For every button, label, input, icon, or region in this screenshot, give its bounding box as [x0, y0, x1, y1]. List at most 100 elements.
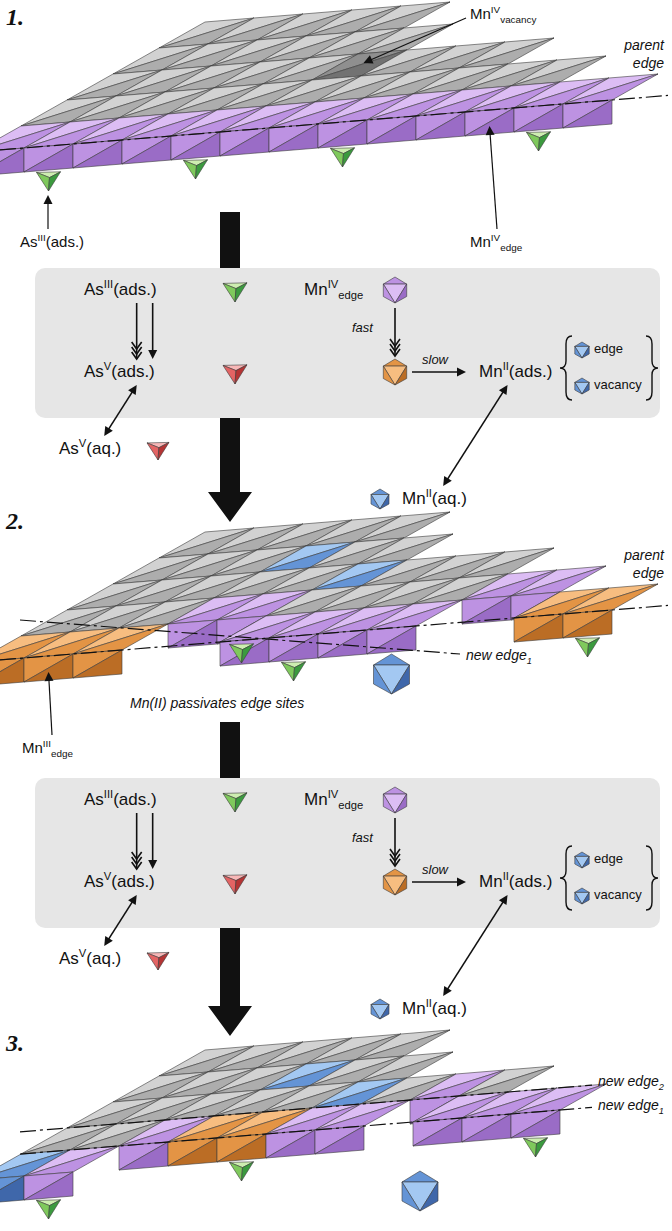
text-part: III: [104, 278, 113, 290]
tetrahedron-face: [230, 1162, 243, 1181]
octahedron-face: [367, 600, 462, 630]
octahedron-face: [575, 342, 589, 346]
tetrahedron-face: [524, 1138, 537, 1157]
octahedron-face: [383, 794, 406, 813]
octahedron-face: [420, 1182, 438, 1211]
tetrahedron-face: [230, 644, 243, 663]
text-part: II: [503, 360, 509, 372]
annotation-label: vacancy: [594, 887, 642, 904]
edge-line: [0, 95, 668, 150]
annotation-label: edge: [594, 341, 623, 358]
tetrahedron-face: [235, 283, 247, 302]
octahedron-side: [24, 1172, 73, 1200]
annotation-label: Mn(II) passivates edge sites: [130, 694, 304, 712]
text-part: Mn: [402, 999, 426, 1018]
arrow-head: [390, 849, 400, 856]
species-label: MnII(ads.): [479, 361, 552, 383]
octahedron-side: [413, 1118, 462, 1146]
tetrahedron-face: [223, 283, 236, 302]
reaction-arrow: [132, 303, 142, 359]
octahedron-face: [402, 1171, 438, 1182]
species-node: MnII(aq.): [398, 486, 471, 512]
adsorbed-species: [37, 132, 600, 1219]
text-part: (aq.): [86, 439, 121, 458]
text-part: edge: [594, 851, 623, 866]
text-part: new edge: [466, 647, 527, 663]
species-label: AsV(ads.): [84, 361, 155, 383]
octahedron-side: [318, 120, 367, 148]
species-node: MnIVedge: [300, 277, 367, 303]
arrow-line: [490, 133, 497, 229]
octahedron-face: [582, 856, 589, 868]
annotation-label: slow: [422, 352, 448, 369]
arrow-line: [394, 308, 396, 356]
arrow-line: [108, 391, 133, 430]
arrow-head: [486, 126, 495, 135]
text-part: Mn: [304, 280, 328, 299]
octahedron-face: [402, 1182, 420, 1211]
octahedron-side: [220, 638, 269, 666]
text-part: vacancy: [500, 14, 536, 25]
octahedron-face: [575, 382, 582, 394]
octahedron-side: [168, 1138, 217, 1166]
octahedron-face: [367, 600, 462, 630]
species-node: MnII(ads.): [475, 869, 556, 895]
octahedron-side: [269, 634, 318, 662]
tetrahedron-face: [331, 148, 344, 167]
octahedron-side: [367, 116, 416, 144]
text-part: As: [59, 439, 79, 458]
octahedron-side: [462, 1114, 511, 1142]
octahedron-side: [171, 132, 220, 160]
octahedron-side: [0, 148, 24, 176]
arrow-head: [45, 672, 54, 681]
text-part: As: [84, 790, 104, 809]
annotation-label: fast: [352, 830, 373, 847]
tetrahedron-face: [223, 365, 236, 384]
text-part: (ads.): [509, 872, 552, 891]
octahedron-side: [266, 1130, 315, 1158]
arrow-head: [390, 339, 400, 346]
octahedron-side: [269, 124, 318, 152]
arrow-line: [152, 813, 154, 862]
arrow-head: [443, 476, 452, 486]
octahedron-face: [371, 1005, 389, 1020]
octahedron-face: [511, 1084, 606, 1114]
arrow-line: [108, 901, 133, 940]
octahedron-side: [416, 112, 465, 140]
octahedron-side: [73, 140, 122, 168]
arrow-head: [499, 895, 508, 905]
text-part: (ads.): [113, 790, 156, 809]
text-part: edge: [51, 748, 73, 759]
species-label: MnII(ads.): [479, 871, 552, 893]
octahedron-face: [575, 382, 589, 394]
octahedron-side: [514, 614, 563, 642]
arrow-head: [104, 426, 113, 436]
octahedron-face: [575, 378, 589, 382]
tetrahedron-face: [576, 638, 589, 657]
arrow-head: [499, 385, 508, 395]
text-part: (ads.): [111, 872, 154, 891]
species-node: AsV(aq.): [55, 436, 125, 462]
species-node: AsIII(ads.): [80, 787, 161, 813]
reaction-arrow: [132, 813, 142, 869]
octahedron-face: [383, 876, 395, 895]
arrow-line: [394, 818, 396, 866]
annotation-label: parent edge: [608, 36, 664, 72]
octahedron-side: [24, 144, 73, 172]
text-part: II: [426, 997, 432, 1009]
annotation-label: AsIII(ads.): [20, 232, 84, 252]
arrow-line: [412, 881, 459, 883]
octahedron-face: [73, 624, 168, 654]
octahedron-face: [575, 856, 582, 868]
octahedron-face: [380, 495, 389, 510]
tetrahedron-face: [49, 1200, 61, 1219]
tetrahedron-face: [235, 793, 247, 812]
species-label: MnIVedge: [304, 789, 363, 811]
species-node: MnIVedge: [300, 787, 367, 813]
text-part: fast: [352, 830, 373, 845]
octahedron-side: [168, 1138, 217, 1166]
octahedron-side: [266, 1130, 315, 1158]
text-part: Mn: [22, 739, 43, 756]
octahedron-side: [318, 120, 367, 148]
